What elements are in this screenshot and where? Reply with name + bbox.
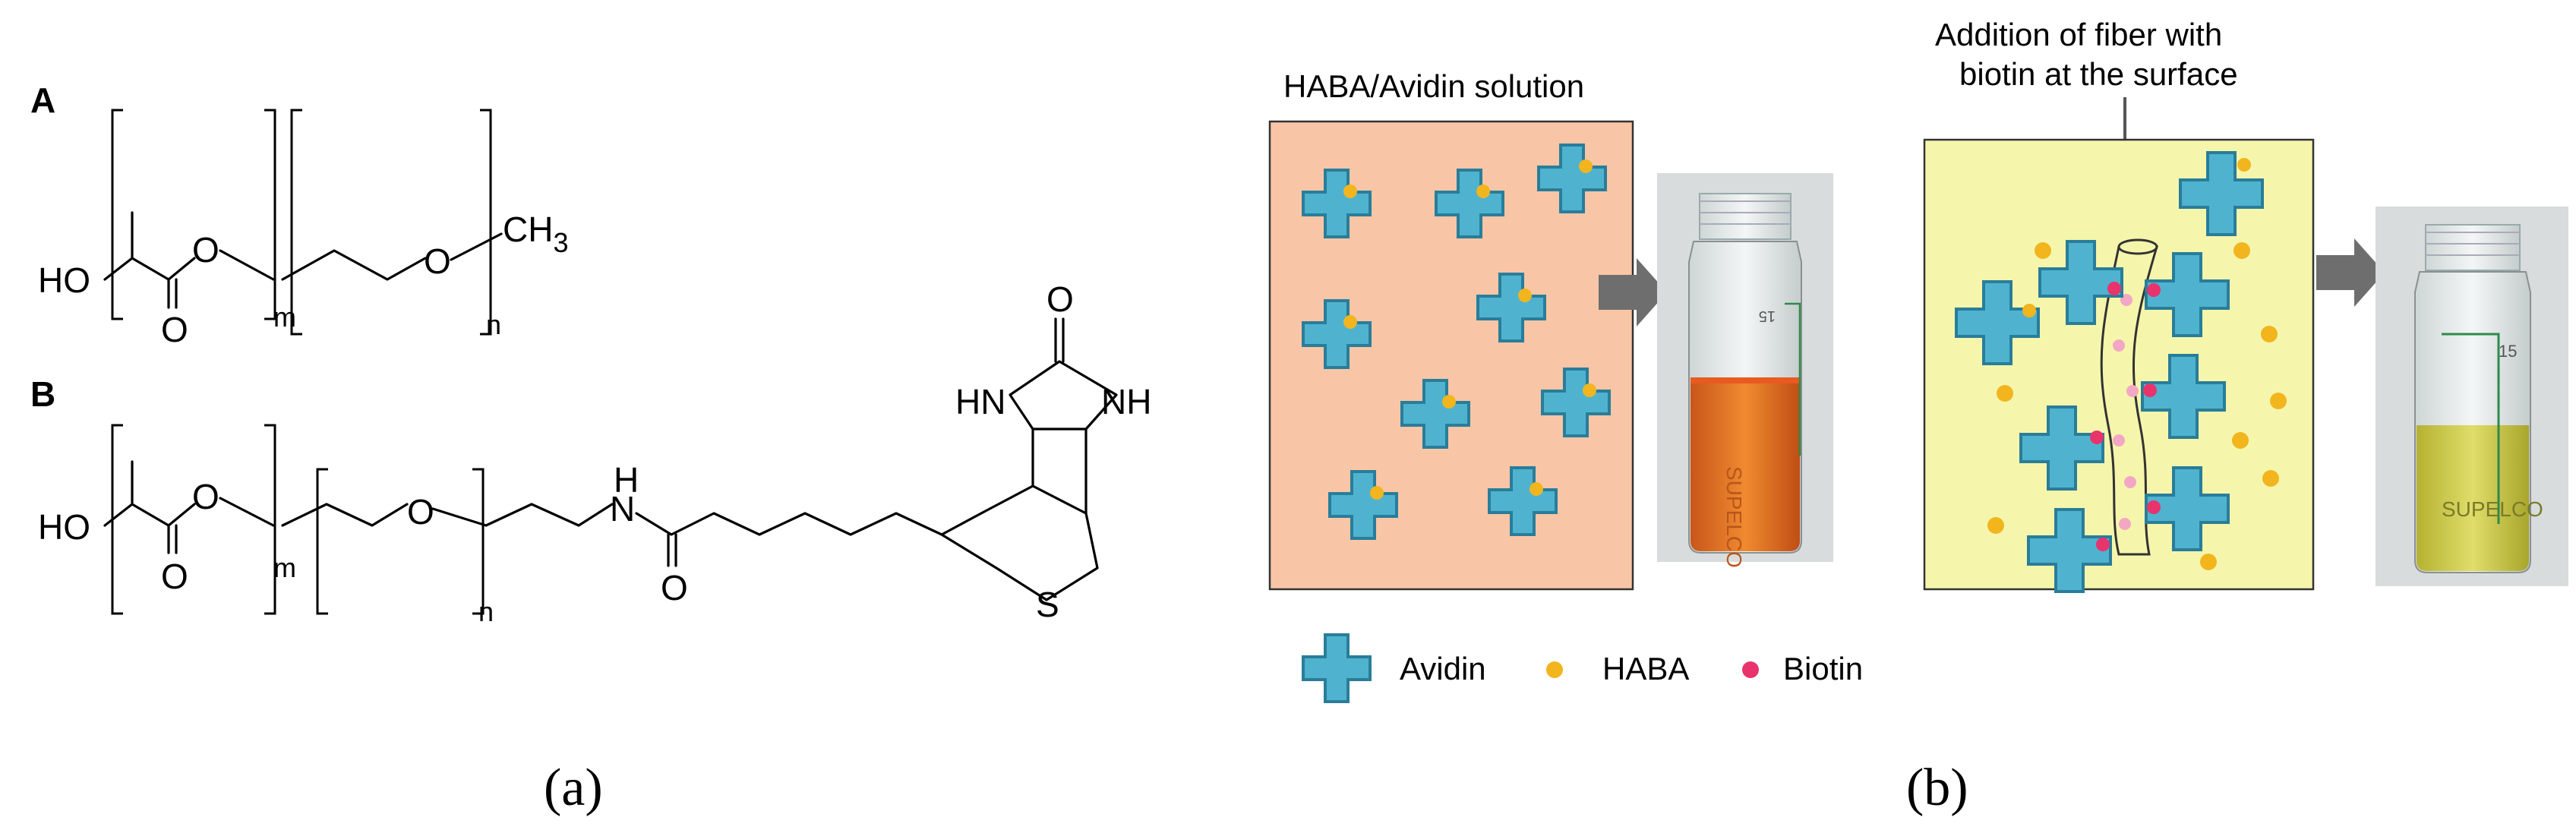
methyl-group: CH3 xyxy=(503,210,568,258)
amide-nitrogen: N xyxy=(610,489,635,529)
bracket-right-n xyxy=(480,109,492,336)
subscript-n: n xyxy=(478,596,494,627)
carbonyl-oxygen: O xyxy=(161,557,188,596)
arrow-right-icon xyxy=(1599,258,1667,327)
ether-oxygen: O xyxy=(424,241,451,281)
amide-hydrogen: H xyxy=(614,460,639,500)
solution-title: HABA/Avidin solution xyxy=(1283,68,1584,104)
sulfur-label: S xyxy=(1036,585,1059,624)
hn-label: HN xyxy=(955,382,1005,421)
legend-biotin: Biotin xyxy=(1783,651,1863,686)
legend-avidin: Avidin xyxy=(1400,651,1486,686)
subscript-n: n xyxy=(486,309,501,340)
svg-text:15: 15 xyxy=(1759,308,1776,324)
svg-text:15: 15 xyxy=(2499,342,2517,361)
bracket-right-m xyxy=(264,109,276,320)
haba-icon xyxy=(1546,661,1563,678)
biotin-icon xyxy=(1742,661,1759,678)
bracket-left-m xyxy=(111,109,123,320)
ester-oxygen: O xyxy=(192,477,219,516)
subscript-m: m xyxy=(273,552,296,583)
hydroxyl-group: HO xyxy=(38,507,90,547)
ester-oxygen: O xyxy=(192,230,219,270)
legend: Avidin HABA Biotin xyxy=(1302,633,1863,703)
avidin-haba-complexes xyxy=(1302,144,1611,540)
panel-a: A HO O O m O n CH3 B HO xyxy=(30,80,1151,817)
avidin-biotin-complexes xyxy=(1955,151,2264,593)
caption-b: (b) xyxy=(1906,759,1968,817)
biotin-fiber xyxy=(2100,238,2159,556)
avidin-icon xyxy=(1302,633,1372,703)
arrow-right-icon xyxy=(2316,238,2385,307)
structure-a: A HO O O m O n CH3 xyxy=(30,80,568,349)
vial-photo-yellow: 15 SUPELCO xyxy=(2376,207,2568,586)
fiber-note-line2: biotin at the surface xyxy=(1959,56,2238,92)
svg-text:SUPELCO: SUPELCO xyxy=(1722,466,1746,568)
urea-oxygen: O xyxy=(1046,279,1074,319)
caption-a: (a) xyxy=(544,759,603,817)
ether-oxygen: O xyxy=(407,492,434,532)
panel-b: HABA/Avidin solution 15 SUPELCO xyxy=(1268,17,2568,817)
carbonyl-oxygen: O xyxy=(161,310,188,349)
fiber-note-line1: Addition of fiber with xyxy=(1935,17,2222,52)
structure-b-label: B xyxy=(30,374,55,414)
vial-photo-orange: 15 SUPELCO xyxy=(1657,173,1833,568)
bracket-left-n xyxy=(290,109,302,336)
amide-oxygen: O xyxy=(661,568,688,607)
nh-label: NH xyxy=(1101,382,1151,421)
legend-haba: HABA xyxy=(1602,651,1689,686)
svg-text:SUPELCO: SUPELCO xyxy=(2442,497,2543,521)
free-haba xyxy=(1987,242,2287,570)
hydroxyl-group: HO xyxy=(38,260,90,300)
structure-b: B HO O O m O n H N O xyxy=(30,279,1151,627)
structure-a-label: A xyxy=(30,80,55,120)
